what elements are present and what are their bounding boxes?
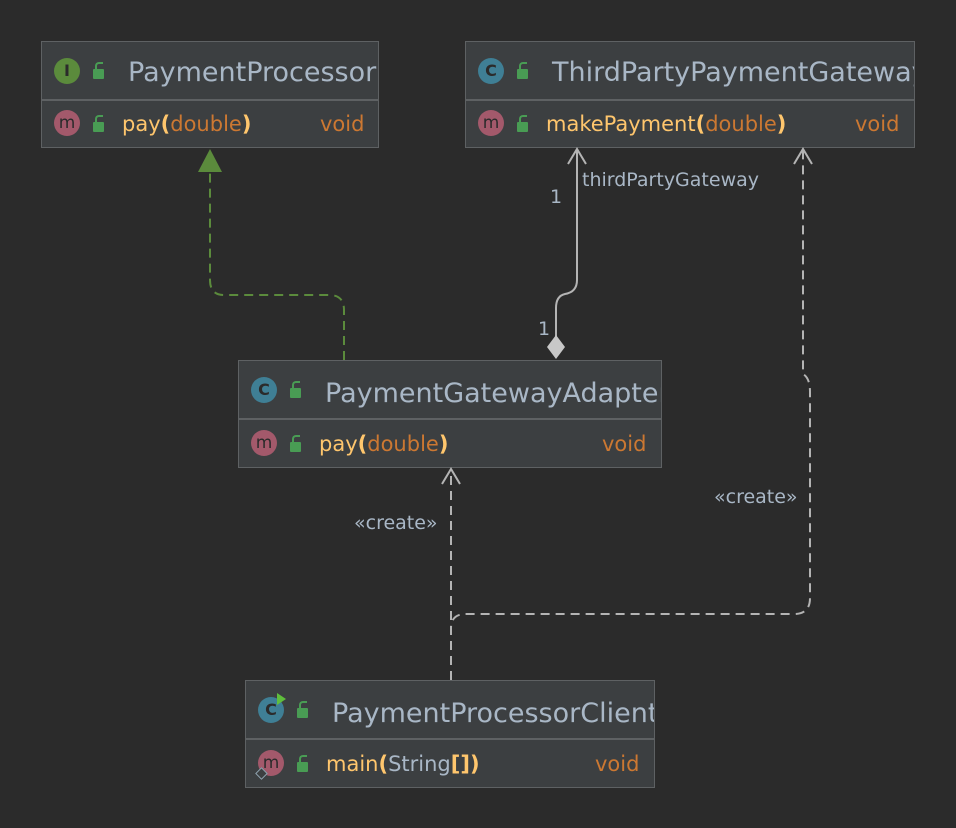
composition-role-label: thirdPartyGateway [582,169,759,191]
payment-processor-interface[interactable]: I PaymentProcessor m pay(double) void [41,41,379,148]
composition-target-multiplicity: 1 [550,186,563,208]
method-icon: m [54,110,80,136]
class-header: C PaymentGatewayAdapter [239,361,661,420]
close-paren: ) [776,112,787,136]
create-gateway-arrowhead [793,147,813,165]
class-header: C PaymentProcessorClient [246,681,654,740]
return-type: void [602,432,647,456]
public-lock-icon [517,62,528,80]
public-lock-icon [517,115,528,133]
class-name: PaymentGatewayAdapter [325,378,662,409]
method-name: main [326,752,379,776]
method-icon: m [478,110,504,136]
open-paren: ( [378,752,389,776]
param-type: double [705,112,777,136]
method-signature: pay(double) [122,111,251,137]
create-adapter-label: «create» [354,512,438,534]
method-name: pay [122,112,161,136]
create-gateway-label: «create» [714,486,798,508]
composition-source-multiplicity: 1 [538,318,551,340]
method-row[interactable]: m main(String[]) void [246,740,654,785]
return-type: void [855,112,900,136]
open-paren: ( [160,112,171,136]
open-paren: ( [695,112,706,136]
close-paren: ) [438,432,449,456]
create-adapter-arrowhead [441,467,461,485]
class-header: C ThirdPartyPaymentGateway [466,42,914,101]
array-brackets: [] [450,752,470,776]
public-lock-icon [93,62,104,80]
return-type: void [320,112,365,136]
realization-arrowhead [198,149,222,172]
composition-diamond [547,335,565,359]
class-name: PaymentProcessor [128,57,377,88]
class-name: ThirdPartyPaymentGateway [552,57,915,88]
method-row[interactable]: m pay(double) void [42,101,378,146]
method-signature: pay(double) [319,431,448,457]
param-type: double [367,432,439,456]
method-name: makePayment [546,112,696,136]
create-gateway-edge [450,149,811,680]
method-row[interactable]: m pay(double) void [239,420,661,465]
interface-icon: I [54,58,80,84]
payment-processor-client-class[interactable]: C PaymentProcessorClient m main(String[]… [245,680,655,788]
class-icon: C [251,377,277,403]
composition-edge [555,149,578,337]
close-paren: ) [241,112,252,136]
method-name: pay [319,432,358,456]
run-triangle-icon [277,693,286,705]
method-signature: main(String[]) [326,751,480,777]
method-icon: m [251,430,277,456]
public-lock-icon [297,701,308,719]
public-lock-icon [297,755,308,773]
class-icon: C [478,58,504,84]
method-signature: makePayment(double) [546,111,786,137]
composition-arrowhead [567,147,587,165]
class-name: PaymentProcessorClient [332,698,655,729]
method-row[interactable]: m makePayment(double) void [466,101,914,146]
return-type: void [595,752,640,776]
third-party-payment-gateway-class[interactable]: C ThirdPartyPaymentGateway m makePayment… [465,41,915,148]
payment-gateway-adapter-class[interactable]: C PaymentGatewayAdapter m pay(double) vo… [238,360,662,468]
realization-edge [209,172,345,360]
public-lock-icon [93,115,104,133]
param-type: String [388,752,451,776]
param-type: double [170,112,242,136]
public-lock-icon [290,435,301,453]
open-paren: ( [357,432,368,456]
close-paren: ) [469,752,480,776]
public-lock-icon [290,381,301,399]
class-header: I PaymentProcessor [42,42,378,101]
